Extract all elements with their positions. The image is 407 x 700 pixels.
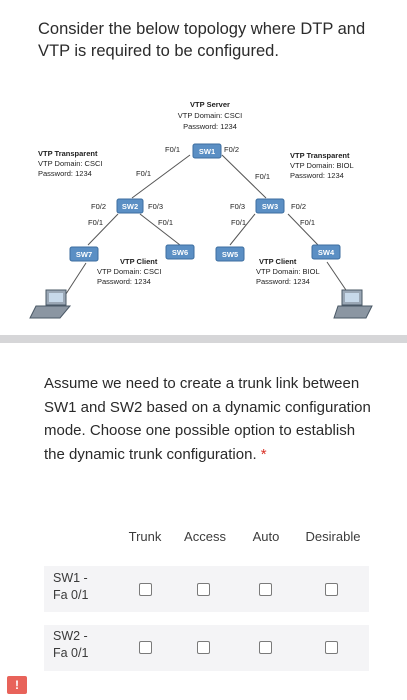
server-title: VTP Server <box>190 100 230 109</box>
row-label-sw2: SW2 - Fa 0/1 <box>53 628 88 662</box>
checkbox-sw2-desirable[interactable] <box>325 641 338 654</box>
port-sw3-left: F0/3 <box>230 202 245 211</box>
row-label-sw1-line1: SW1 - <box>53 571 88 585</box>
column-header-desirable: Desirable <box>305 529 361 544</box>
question-text: Assume we need to create a trunk link be… <box>44 372 374 466</box>
switch-sw4-label: SW4 <box>318 248 335 257</box>
checkbox-sw2-access[interactable] <box>197 641 210 654</box>
switch-sw1: SW1 <box>192 143 222 159</box>
port-sw2-left: F0/2 <box>91 202 106 211</box>
column-header-trunk: Trunk <box>128 529 162 544</box>
client-left-domain: VTP Domain: CSCI <box>97 267 161 276</box>
transparent-right-domain: VTP Domain: BIOL <box>290 161 354 170</box>
switch-sw1-label: SW1 <box>199 147 215 156</box>
server-password: Password: 1234 <box>183 122 237 131</box>
required-mark: * <box>260 445 267 463</box>
switch-sw5-label: SW5 <box>222 250 238 259</box>
port-sw2-top: F0/1 <box>136 169 151 178</box>
switch-sw5: SW5 <box>215 246 245 262</box>
column-header-access: Access <box>184 529 226 544</box>
checkbox-sw1-auto[interactable] <box>259 583 272 596</box>
row-label-sw1: SW1 - Fa 0/1 <box>53 570 88 604</box>
transparent-left-password: Password: 1234 <box>38 169 92 178</box>
checkbox-sw1-trunk[interactable] <box>139 583 152 596</box>
transparent-right-password: Password: 1234 <box>290 171 344 180</box>
switch-sw2: SW2 <box>116 198 144 214</box>
client-right-password: Password: 1234 <box>256 277 310 286</box>
checkbox-sw2-auto[interactable] <box>259 641 272 654</box>
question-body: Assume we need to create a trunk link be… <box>44 375 371 463</box>
switch-sw3: SW3 <box>255 198 285 214</box>
client-right-title: VTP Client <box>259 257 297 266</box>
report-flag-icon[interactable]: ! <box>7 676 27 694</box>
switch-sw6-label: SW6 <box>172 248 188 257</box>
transparent-left-title: VTP Transparent <box>38 149 98 158</box>
port-sw4-up: F0/1 <box>300 218 315 227</box>
port-sw3-top: F0/1 <box>255 172 270 181</box>
intro-text: Consider the below topology where DTP an… <box>38 20 366 60</box>
checkbox-sw1-access[interactable] <box>197 583 210 596</box>
switch-sw3-label: SW3 <box>262 202 278 211</box>
port-sw1-right: F0/2 <box>224 145 239 154</box>
client-left-password: Password: 1234 <box>97 277 151 286</box>
row-label-sw1-line2: Fa 0/1 <box>53 588 89 602</box>
row-label-sw2-line2: Fa 0/1 <box>53 646 89 660</box>
row-label-sw2-line1: SW2 - <box>53 629 88 643</box>
topology-diagram: VTP Server VTP Domain: CSCI Password: 12… <box>29 100 373 319</box>
switch-sw4: SW4 <box>311 244 341 260</box>
topology-card: Consider the below topology where DTP an… <box>0 0 407 335</box>
switch-sw7: SW7 <box>69 246 99 262</box>
switch-sw2-label: SW2 <box>122 202 138 211</box>
switch-sw7-label: SW7 <box>76 250 92 259</box>
client-left-title: VTP Client <box>120 257 158 266</box>
computer-left-icon <box>29 289 72 319</box>
server-domain: VTP Domain: CSCI <box>178 111 242 120</box>
port-sw3-right: F0/2 <box>291 202 306 211</box>
port-sw6-up: F0/1 <box>158 218 173 227</box>
port-sw2-right: F0/3 <box>148 202 163 211</box>
column-header-auto: Auto <box>252 529 280 544</box>
port-sw1-left: F0/1 <box>165 145 180 154</box>
port-sw5-up: F0/1 <box>231 218 246 227</box>
client-right-domain: VTP Domain: BIOL <box>256 267 320 276</box>
transparent-right-title: VTP Transparent <box>290 151 350 160</box>
checkbox-sw2-trunk[interactable] <box>139 641 152 654</box>
port-sw7-up: F0/1 <box>88 218 103 227</box>
switch-sw6: SW6 <box>165 244 195 260</box>
computer-right-icon <box>333 289 373 319</box>
checkbox-sw1-desirable[interactable] <box>325 583 338 596</box>
transparent-left-domain: VTP Domain: CSCI <box>38 159 102 168</box>
